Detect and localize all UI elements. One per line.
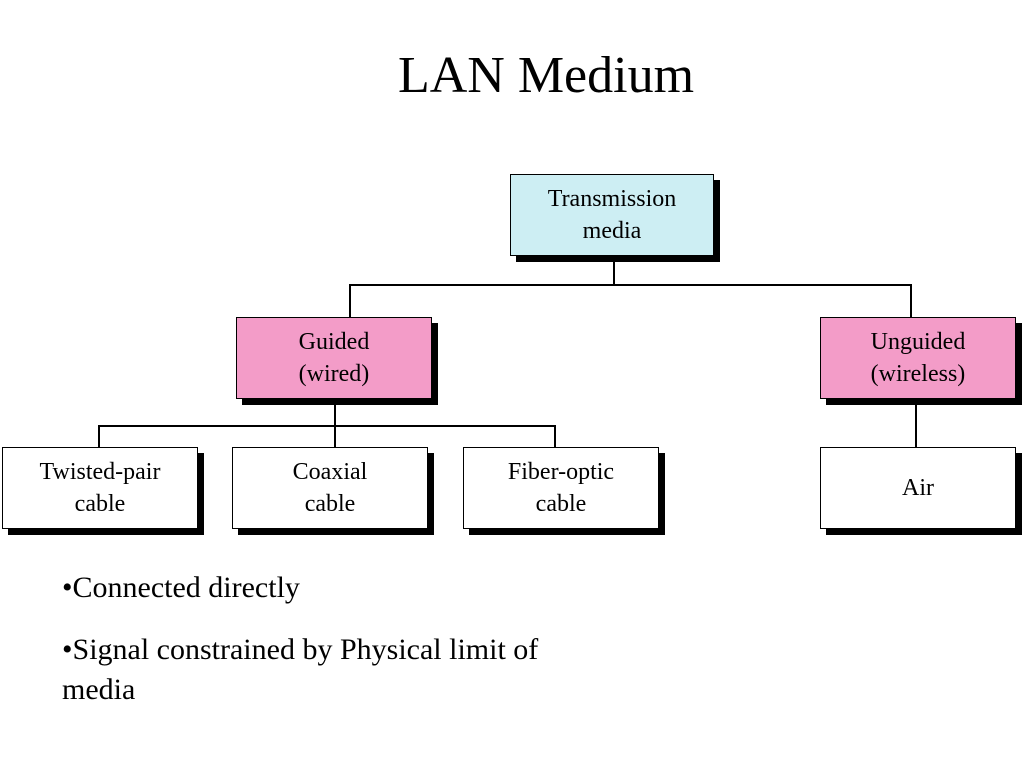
node-label: (wireless) — [870, 361, 966, 387]
connector-to-air — [915, 398, 917, 448]
node-label: Coaxial — [292, 459, 368, 485]
node-air: Air — [820, 447, 1016, 529]
connector-to-guided — [349, 284, 351, 318]
bullet-item: •Connected directly — [62, 571, 300, 604]
node-label: Twisted-pair — [39, 459, 161, 485]
connector-guided-down — [334, 398, 336, 426]
bullet-list: •Connected directly •Signal constrained … — [62, 568, 582, 732]
slide-title: LAN Medium — [397, 47, 695, 104]
connector-top-horizontal — [349, 284, 912, 286]
node-label: cable — [74, 491, 126, 517]
node-label: cable — [535, 491, 587, 517]
connector-guided-horizontal — [98, 425, 556, 427]
node-coaxial: Coaxial cable — [232, 447, 428, 529]
node-label: Guided — [298, 329, 370, 355]
node-label: Transmission — [547, 186, 677, 212]
node-transmission-media: Transmission media — [510, 174, 714, 256]
node-label: Air — [902, 475, 934, 501]
bullet-item: •Signal constrained by Physical limit of… — [62, 633, 539, 706]
connector-to-twisted — [98, 425, 100, 448]
node-fiber-optic: Fiber-optic cable — [463, 447, 659, 529]
connector-to-fiber — [554, 425, 556, 448]
connector-root-down — [613, 260, 615, 285]
node-label: media — [582, 218, 642, 244]
connector-to-unguided — [910, 284, 912, 318]
connector-to-coaxial — [334, 425, 336, 448]
node-unguided: Unguided (wireless) — [820, 317, 1016, 399]
node-label: cable — [304, 491, 356, 517]
node-twisted-pair: Twisted-pair cable — [2, 447, 198, 529]
node-guided: Guided (wired) — [236, 317, 432, 399]
node-label: Unguided — [870, 329, 966, 355]
node-label: (wired) — [298, 361, 370, 387]
node-label: Fiber-optic — [507, 459, 615, 485]
